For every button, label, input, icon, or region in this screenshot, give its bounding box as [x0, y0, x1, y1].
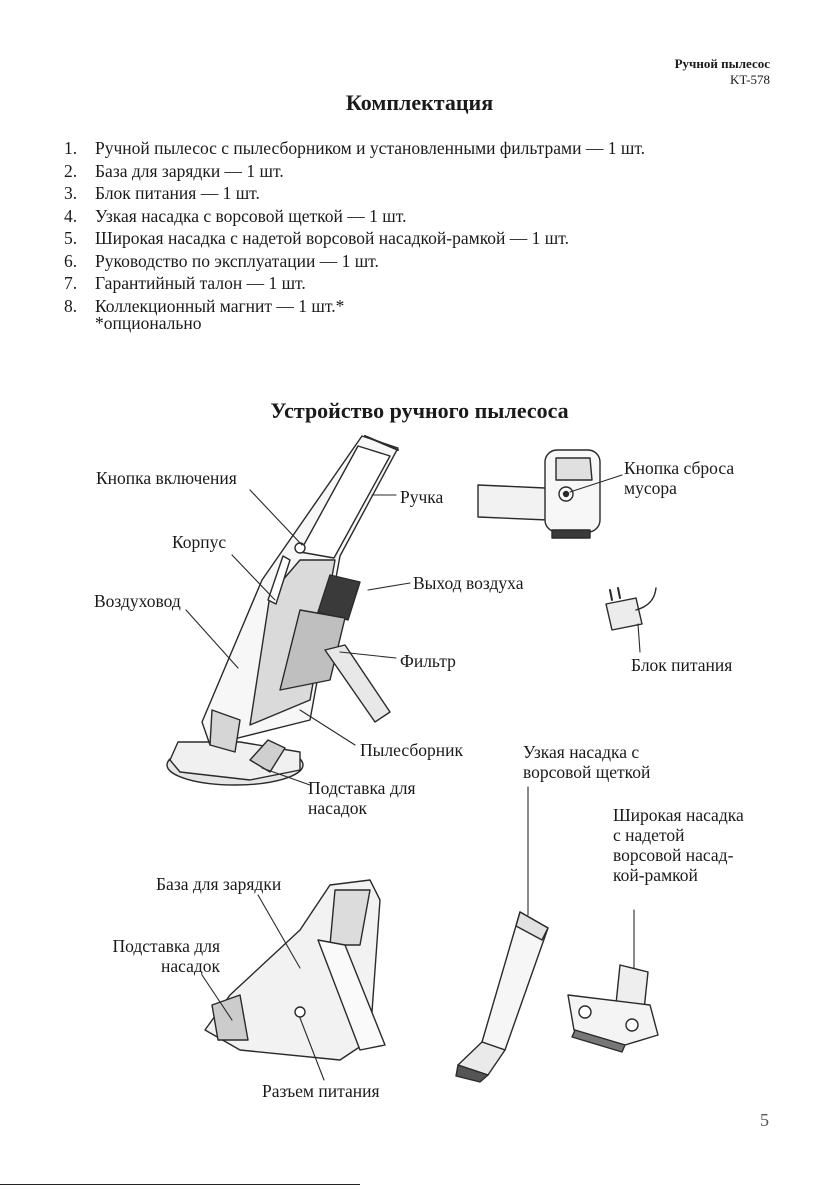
label-power-connector: Разъем питания	[262, 1081, 380, 1101]
optional-footnote: *опционально	[95, 313, 202, 333]
device-title: Устройство ручного пылесоса	[270, 398, 569, 423]
page-number: 5	[760, 1110, 769, 1130]
header-product: Ручной пылесос	[674, 56, 770, 71]
label-air-duct: Воздуховод	[94, 591, 181, 611]
list-item: 6.Руководство по эксплуатации — 1 шт.	[64, 250, 379, 271]
list-item: 2.База для зарядки — 1 шт.	[64, 160, 284, 181]
list-item: 7.Гарантийный талон — 1 шт.	[64, 273, 306, 293]
vacuum-illustration	[166, 435, 399, 786]
label-power-adapter: Блок питания	[631, 655, 733, 675]
narrow-nozzle-illustration	[455, 911, 549, 1083]
wide-nozzle-illustration	[567, 964, 659, 1053]
list-item: 3.Блок питания — 1 шт.	[64, 183, 260, 203]
label-base-nozzle-stand: Подставка для насадок	[112, 936, 220, 976]
label-handle: Ручка	[400, 487, 444, 507]
contents-title: Комплектация	[345, 90, 494, 115]
label-air-outlet: Выход воздуха	[413, 573, 524, 593]
list-item: 4.Узкая насадка с ворсовой щеткой — 1 шт…	[64, 205, 407, 226]
header-model: KT-578	[730, 72, 770, 87]
dust-release-illustration	[477, 449, 601, 539]
label-nozzle-stand: Подставка для насадок	[308, 778, 416, 818]
label-filter: Фильтр	[400, 651, 456, 671]
list-item: 5.Широкая насадка с надетой ворсовой нас…	[64, 228, 569, 248]
running-header: Ручной пылесос KT-578	[675, 56, 770, 88]
label-wide-nozzle: Широкая насадка с надетой ворсовой насад…	[613, 805, 744, 885]
leader-lines	[185, 474, 641, 1081]
list-item: 1.Ручной пылесос с пылесборником и устан…	[64, 138, 646, 158]
footer-rule	[0, 1184, 360, 1185]
label-charging-base: База для зарядки	[156, 874, 282, 894]
list-item: 8.Коллекционный магнит — 1 шт.*	[64, 295, 345, 316]
label-dust-release-button: Кнопка сброса мусора	[624, 458, 735, 498]
label-body: Корпус	[172, 532, 227, 552]
contents-list: 1.Ручной пылесос с пылесборником и устан…	[64, 137, 645, 317]
power-adapter-illustration	[605, 587, 657, 631]
label-power-button: Кнопка включения	[96, 468, 237, 488]
label-dust-container: Пылесборник	[360, 740, 463, 760]
charging-base-illustration	[204, 879, 386, 1061]
label-narrow-nozzle: Узкая насадка с ворсовой щеткой	[523, 742, 651, 782]
